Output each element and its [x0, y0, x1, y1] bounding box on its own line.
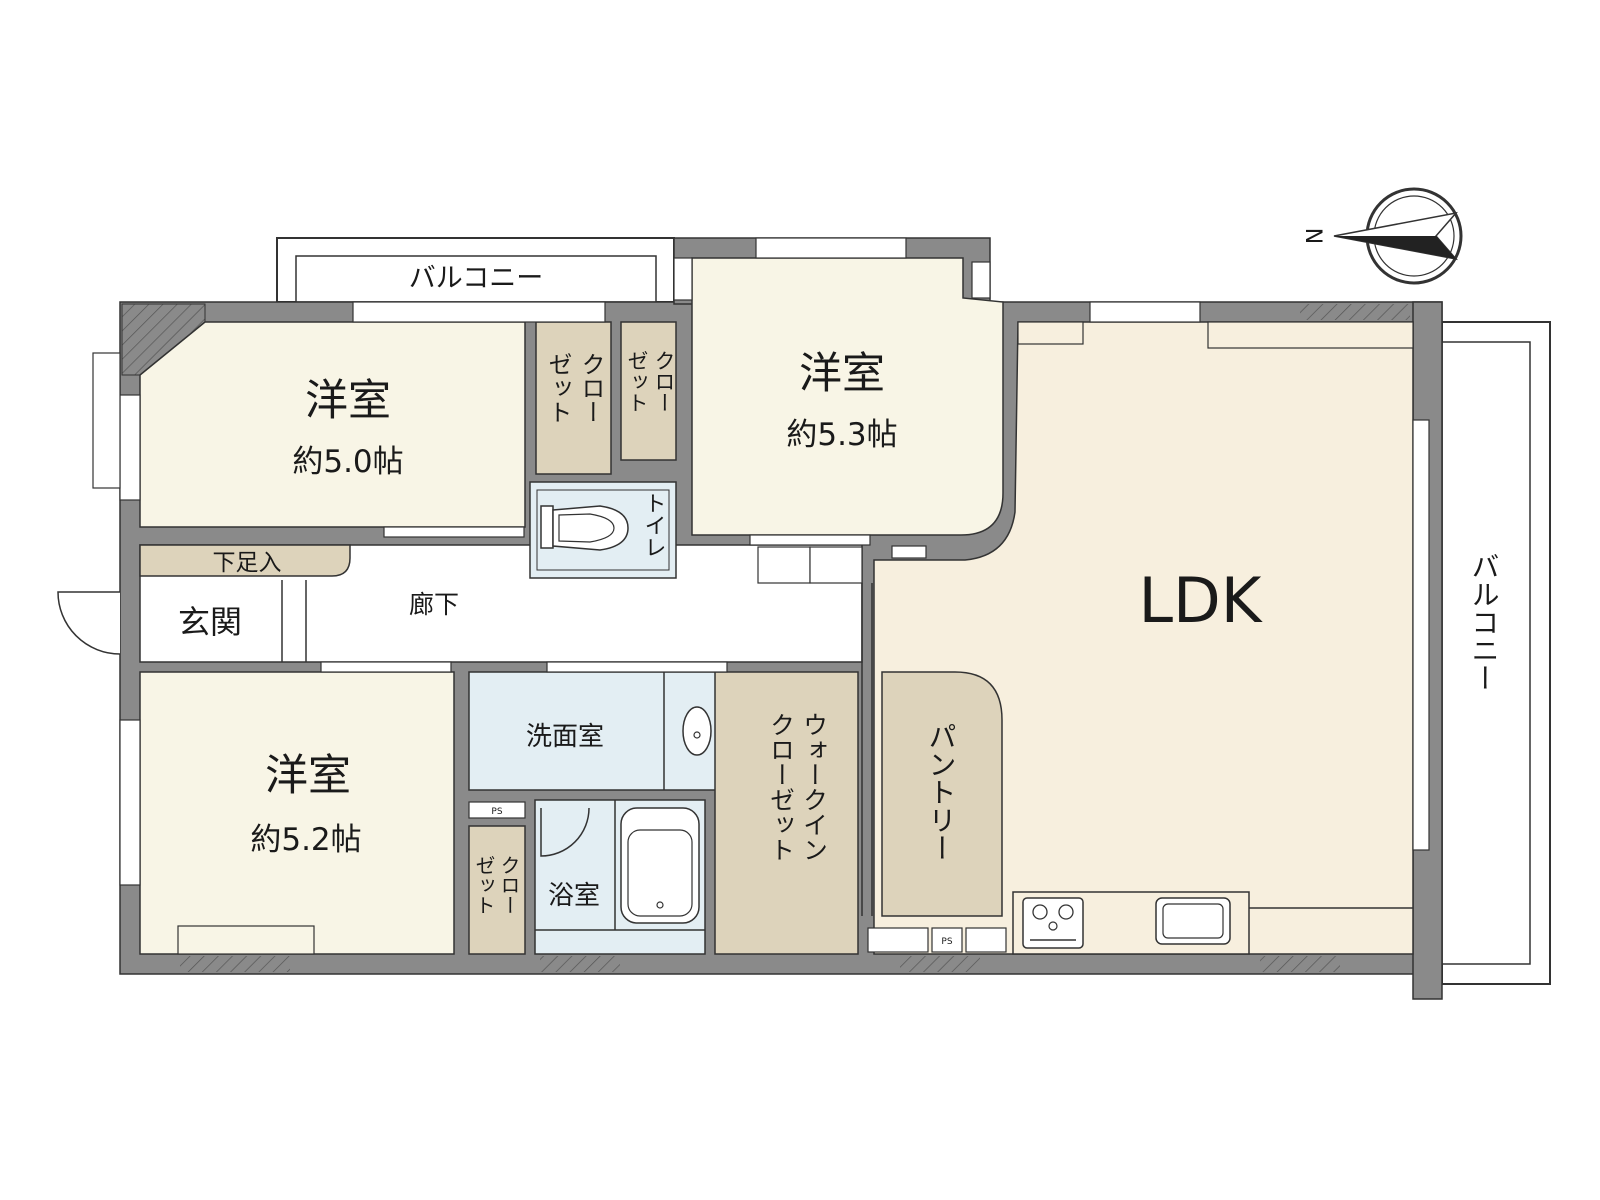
western-room-1-size: 約5.0帖: [292, 444, 403, 480]
pantry-label: パントリー: [925, 722, 958, 862]
walk-in-closet: [714, 671, 859, 955]
walk-in-closet-line2: クローゼット: [767, 712, 796, 862]
entrance-door-icon: [57, 591, 121, 655]
pantry: [881, 671, 1003, 917]
closet-2-line1: クロー: [652, 350, 676, 413]
pipe-space-2-label: PS: [941, 937, 952, 947]
balcony-top: [276, 237, 675, 303]
western-room-3: [139, 671, 455, 955]
kitchen-counter: [1012, 891, 1413, 955]
pipe-space-2: [931, 927, 963, 953]
closet-1-line1: クロー: [577, 352, 605, 424]
pipe-space-1-label: PS: [491, 807, 502, 817]
washroom-label: 洗面室: [526, 722, 604, 752]
door-swing-icon: [540, 807, 590, 857]
toilet-label: トイレ: [641, 492, 666, 558]
kitchen-sink-icon: [1155, 897, 1231, 945]
hatched-walls: [121, 303, 1410, 972]
western-room-3-size: 約5.2帖: [250, 822, 361, 858]
closet-2: [620, 321, 677, 461]
bathroom: [534, 799, 706, 955]
hallway-label: 廊下: [409, 590, 459, 619]
shoe-storage-label: 下足入: [213, 550, 282, 576]
balcony-right-label: バルコニー: [1468, 552, 1501, 692]
sink-icon: [682, 706, 712, 756]
western-room-1-name: 洋室: [305, 376, 391, 426]
toilet-room: [529, 481, 677, 579]
balcony-top-label: バルコニー: [409, 263, 543, 294]
western-room-2-size: 約5.3帖: [786, 417, 897, 453]
bathroom-label: 浴室: [548, 881, 600, 911]
closet-2-line2: ゼット: [625, 350, 649, 413]
western-room-2: [691, 257, 1004, 536]
western-room-2-name: 洋室: [799, 349, 885, 399]
ldk-label: LDK: [1139, 564, 1263, 637]
pipe-space-1: [468, 801, 526, 819]
balcony-right: [1441, 321, 1551, 985]
western-room-3-name: 洋室: [265, 751, 351, 801]
closet-3-line2: ゼット: [472, 855, 496, 915]
walk-in-closet-line1: ウォークイン: [800, 712, 829, 862]
ldk-room: [873, 321, 1414, 955]
stove-icon: [1022, 897, 1084, 949]
washroom: [468, 671, 728, 791]
closet-1: [535, 321, 612, 475]
closet-1-line2: ゼット: [544, 352, 572, 424]
entrance-label: 玄関: [178, 603, 242, 641]
windows: [92, 237, 1430, 886]
shoe-storage: [139, 544, 351, 577]
compass-icon: [1333, 187, 1463, 285]
compass-north-label: N: [1300, 228, 1325, 244]
closet-3: [468, 825, 526, 955]
closet-3-line1: クロー: [497, 855, 521, 915]
